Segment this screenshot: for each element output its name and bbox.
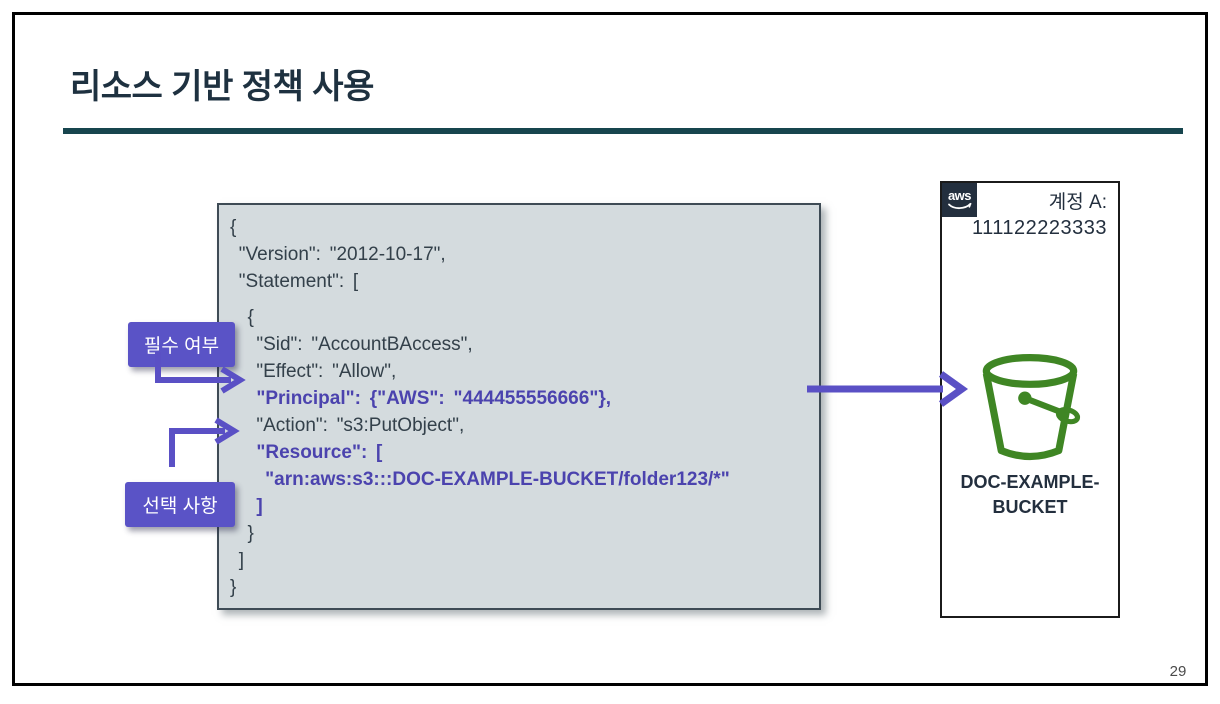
- policy-code-block: { "Version": "2012-10-17", "Statement": …: [217, 203, 821, 610]
- code-line: "Action": "s3:PutObject",: [230, 415, 465, 436]
- code-line: "Principal": {"AWS": "444455556666"},: [230, 388, 611, 409]
- code-line: {: [230, 217, 237, 238]
- bucket-name-line1: DOC-EXAMPLE-: [960, 472, 1100, 492]
- title-underline: [63, 128, 1183, 134]
- required-label: 필수 여부: [128, 322, 235, 367]
- code-line: "arn:aws:s3:::DOC-EXAMPLE-BUCKET/folder1…: [230, 469, 730, 490]
- aws-logo-icon: aws: [942, 183, 977, 217]
- code-line: [230, 295, 819, 304]
- code-line: "Sid": "AccountBAccess",: [230, 334, 473, 355]
- policy-code-lines: { "Version": "2012-10-17", "Statement": …: [230, 214, 819, 601]
- s3-bucket-icon: [982, 354, 1081, 461]
- code-line: "Statement": [: [230, 271, 359, 292]
- bucket-name: DOC-EXAMPLE- BUCKET: [942, 470, 1118, 520]
- code-line: ]: [230, 496, 263, 517]
- account-id: 111122223333: [971, 217, 1107, 239]
- optional-label: 선택 사항: [125, 482, 235, 527]
- page-title: 리소스 기반 정책 사용: [70, 68, 374, 106]
- svg-text:aws: aws: [948, 188, 971, 203]
- code-line: }: [230, 577, 237, 598]
- account-name: 계정 A:: [1048, 192, 1107, 213]
- code-line: {: [230, 307, 254, 328]
- code-line: ]: [230, 550, 245, 571]
- code-line: "Version": "2012-10-17",: [230, 244, 446, 265]
- code-line: }: [230, 523, 254, 544]
- account-box: aws 계정 A: 111122223333 DOC-EXAMPLE- BUCK…: [940, 181, 1120, 618]
- code-line: "Effect": "Allow",: [230, 361, 397, 382]
- bucket-name-line2: BUCKET: [992, 497, 1068, 517]
- slide-frame: 리소스 기반 정책 사용 { "Version": "2012-10-17", …: [12, 12, 1208, 686]
- page-number: 29: [1169, 663, 1187, 680]
- code-line: "Resource": [: [230, 442, 383, 463]
- account-info: 계정 A: 111122223333: [972, 190, 1107, 241]
